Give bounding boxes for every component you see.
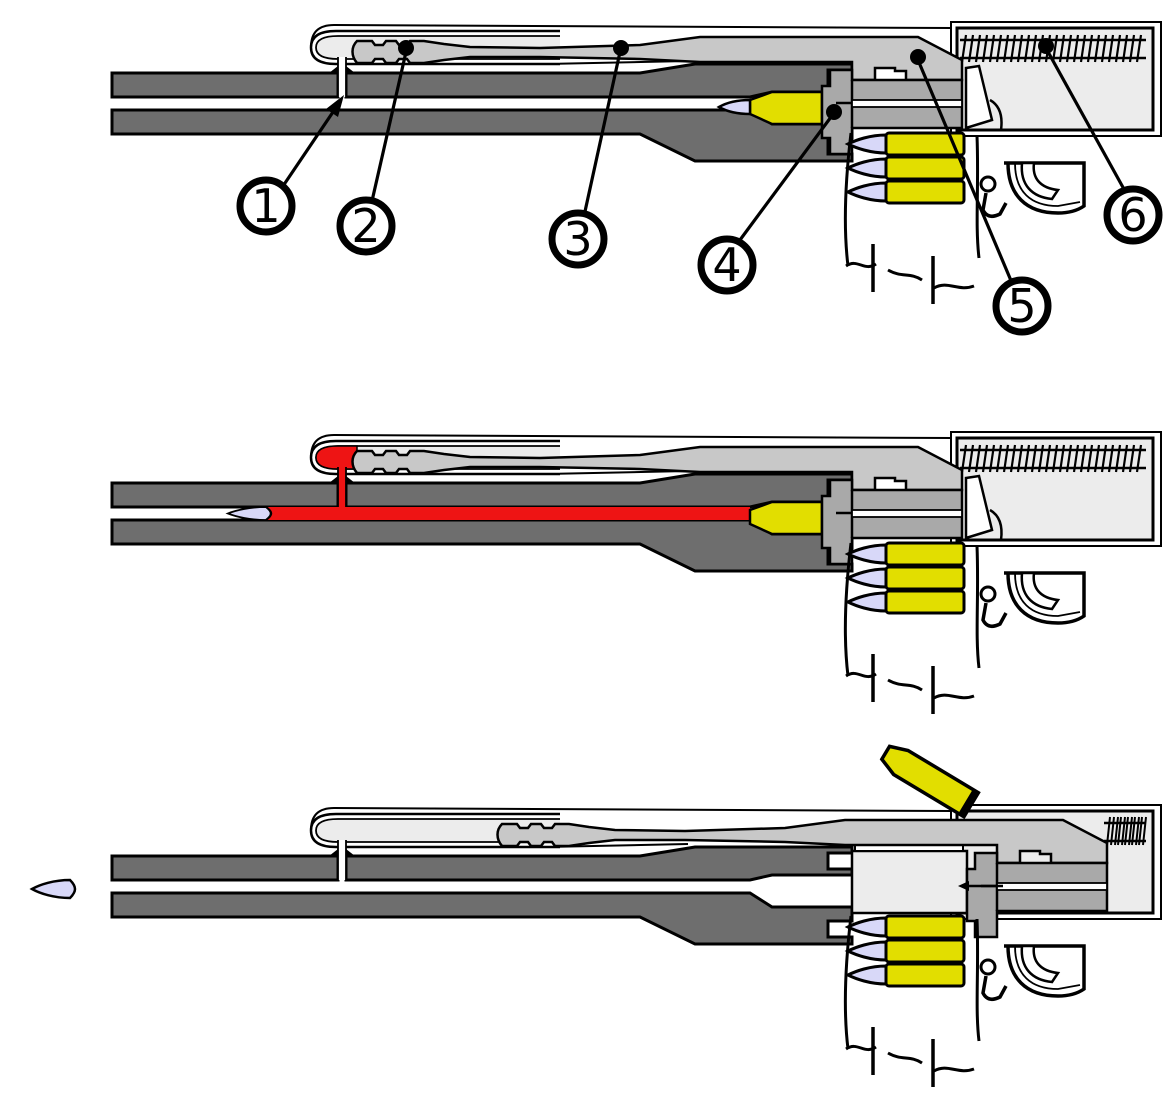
bullet-in-bore (226, 505, 273, 522)
open-receiver-raceway (850, 849, 969, 915)
leader-4 (735, 116, 833, 245)
fired-case-in-chamber (748, 500, 824, 536)
bolt-rearward (965, 851, 1109, 939)
leader-4-dot (826, 104, 842, 120)
callout-4-number: 4 (712, 238, 741, 292)
trigger-group (979, 571, 1086, 628)
callout-3: 3 (552, 212, 604, 266)
callout-5: 5 (996, 279, 1048, 333)
leader-lines (279, 49, 1127, 284)
barrel (110, 845, 854, 946)
callout-6-number: 6 (1118, 188, 1147, 242)
leader-1 (279, 111, 335, 190)
leader-2-dot (398, 40, 414, 56)
callout-3-number: 3 (563, 212, 592, 266)
panel-top-locked: 1 2 3 4 5 6 (110, 20, 1163, 333)
callout-6: 6 (1107, 188, 1159, 242)
leader-2 (370, 51, 408, 202)
callout-2-number: 2 (351, 199, 380, 253)
magazine (843, 914, 981, 1089)
trigger-group (979, 161, 1086, 218)
magazine (843, 541, 981, 716)
leader-6 (1045, 49, 1127, 192)
gas-in-cylinder (315, 445, 358, 470)
departed-bullet (30, 878, 77, 900)
barrel (110, 472, 854, 573)
trigger-group (979, 944, 1086, 1001)
panel-bottom-ejecting (30, 741, 1163, 1089)
leader-3-dot (613, 40, 629, 56)
leader-5-dot (910, 49, 926, 65)
leader-6-dot (1038, 38, 1054, 54)
callout-1-number: 1 (251, 179, 280, 233)
gas-in-bore (267, 507, 750, 520)
panel-middle-firing (110, 430, 1163, 716)
callout-1: 1 (240, 179, 292, 233)
callout-5-number: 5 (1007, 279, 1036, 333)
ejected-case (878, 741, 978, 817)
leader-1-arrowhead (326, 95, 344, 117)
callout-2: 2 (340, 199, 392, 253)
leader-5 (916, 59, 1014, 284)
firing-pin-tip (958, 881, 969, 891)
callout-4: 4 (701, 238, 753, 292)
leader-3 (582, 51, 622, 217)
